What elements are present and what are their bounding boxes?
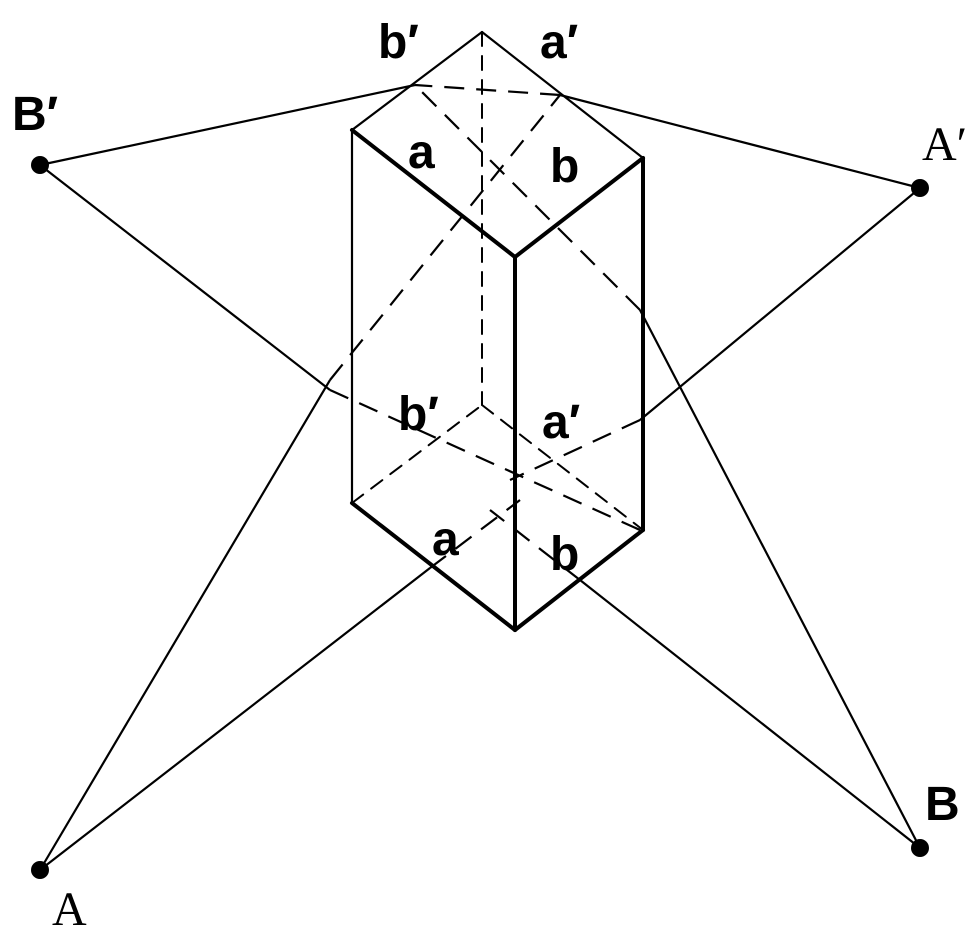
prism	[350, 30, 645, 632]
top-edge-back-right	[480, 30, 645, 160]
label-b-prime: B′	[12, 88, 58, 141]
external-points	[31, 156, 929, 879]
ray-aprime-to-top	[559, 93, 921, 190]
label-a-prime: A′	[922, 118, 967, 171]
ray-a-top-dashed	[329, 94, 561, 381]
point-b-prime	[31, 156, 49, 174]
face-labels: b′ a′ a b b′ a′ a b	[378, 16, 580, 581]
ray-b-bottom-dashed	[489, 509, 581, 581]
ray-bprime-to-top-left-back	[39, 83, 416, 167]
label-bottom-a-prime: a′	[542, 396, 580, 449]
label-bottom-a: a	[432, 513, 459, 566]
label-top-a: a	[408, 126, 435, 179]
label-top-b: b	[550, 140, 579, 193]
bottom-edge-back-left-hidden	[351, 404, 483, 504]
top-edge-front-left	[350, 128, 517, 259]
point-labels: B′ A′ A B	[12, 88, 967, 936]
ray-a-to-bottom	[39, 567, 431, 871]
projection-rays	[39, 83, 921, 871]
bottom-edge-front-right	[513, 528, 645, 632]
point-a-prime	[911, 179, 929, 197]
label-top-b-prime: b′	[378, 16, 419, 69]
top-edge-back-left	[350, 30, 484, 132]
label-top-a-prime: a′	[540, 16, 578, 69]
ray-aprime-bottom-dashed	[509, 419, 641, 481]
point-b	[911, 839, 929, 857]
bottom-edge-front-left	[350, 501, 517, 632]
ray-b-to-top	[639, 309, 921, 849]
point-a	[31, 861, 49, 879]
ray-a-to-top	[39, 379, 331, 871]
label-a: A	[52, 883, 87, 936]
label-bottom-b: b	[550, 528, 579, 581]
ray-bprime-to-bottom	[39, 164, 331, 391]
ray-a-bottom-dashed	[429, 499, 521, 569]
ray-b-to-bottom	[579, 579, 921, 849]
top-edge-front-right	[513, 156, 645, 259]
label-bottom-b-prime: b′	[398, 388, 439, 441]
bottom-edge-back-right-hidden	[481, 404, 644, 531]
ray-aprime-top-dashed	[414, 83, 561, 97]
ray-bprime-bottom-dashed	[329, 388, 641, 532]
label-b: B	[925, 778, 960, 831]
ray-b-top-dashed	[414, 84, 641, 311]
ray-aprime-to-bottom	[639, 187, 921, 421]
